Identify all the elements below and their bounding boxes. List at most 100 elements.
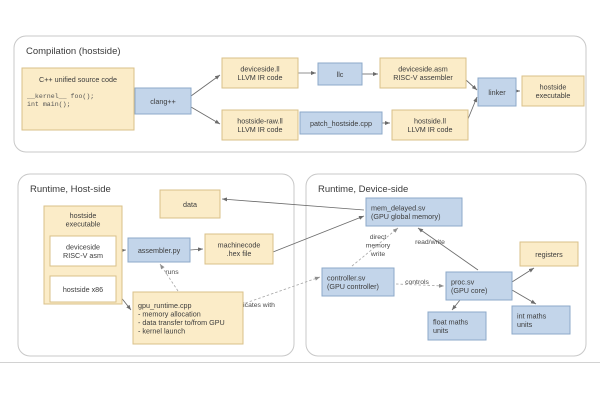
node-box-deviceside-riscv-asm[interactable] (49, 235, 117, 267)
node-label-registers: registers (535, 250, 563, 259)
node-box-deviceside-asm[interactable] (379, 57, 467, 89)
node-llc[interactable]: llc (317, 62, 363, 86)
node-label-clangpp: clang++ (150, 97, 176, 106)
node-box-hostside-x86[interactable] (49, 275, 117, 303)
node-box-registers[interactable] (519, 241, 579, 267)
edge-label-gpu-runtime-communicates-controller: communicates with (217, 302, 275, 309)
edge-line-hostside-ll-to-linker (467, 96, 478, 120)
node-box-cpp-source[interactable] (21, 67, 135, 131)
edge-line-proc-to-int-maths (511, 289, 537, 305)
node-box-linker[interactable] (477, 77, 517, 107)
edge-line-controller-direct-memory-write (351, 227, 399, 267)
edge-mem-to-data (221, 197, 365, 211)
node-label-patch-hostside: patch_hostside.cpp (310, 119, 372, 128)
edge-label-gpu-runtime-runs-assembler: runs (165, 269, 179, 276)
node-box-llc[interactable] (317, 62, 363, 86)
node-group: C++ unified source code __kernel__ foo();… (21, 57, 585, 345)
node-patch-hostside[interactable]: patch_hostside.cpp (299, 111, 383, 135)
node-linker[interactable]: linker (477, 77, 517, 107)
node-label-proc-sv: proc.sv(GPU core) (451, 278, 487, 296)
node-box-gpu-runtime-cpp[interactable] (132, 291, 244, 345)
node-box-float-maths-units[interactable] (427, 311, 487, 341)
edge-line-assembler-to-machinecode (189, 247, 204, 252)
node-label-cpp-source: C++ unified source code (39, 75, 117, 84)
panel-title-compilation: Compilation (hostside) (26, 46, 121, 57)
node-box-data[interactable] (159, 189, 221, 219)
edge-assembler-to-machinecode (189, 247, 204, 252)
node-box-hostside-raw-ll[interactable] (221, 109, 299, 141)
node-label-machinecode-hex: machinecode.hex file (218, 241, 261, 259)
node-box-assembler-py[interactable] (127, 237, 191, 263)
node-clangpp[interactable]: clang++ (134, 87, 192, 115)
panel-title-runtime-device: Runtime, Device-side (318, 184, 408, 195)
node-assembler-py[interactable]: assembler.py (127, 237, 191, 263)
edge-line-clang-to-deviceside-ll (190, 74, 221, 97)
edge-line-clang-to-hostside-raw-ll (190, 106, 221, 125)
edge-line-gpu-runtime-runs-assembler (159, 263, 179, 292)
node-box-proc-sv[interactable] (445, 271, 513, 301)
edge-hostside-ll-to-linker (467, 96, 478, 120)
node-box-deviceside-ll[interactable] (221, 57, 299, 89)
edge-label-proc-read-write-mem: read/write (415, 239, 445, 246)
node-controller-sv[interactable]: controller.sv(GPU controller) (321, 267, 395, 297)
edge-line-machinecode-to-mem (272, 215, 365, 253)
edge-clang-to-hostside-raw-ll (190, 106, 221, 125)
node-label-controller-sv: controller.sv(GPU controller) (327, 274, 379, 292)
node-machinecode-hex[interactable]: machinecode.hex file (204, 233, 274, 265)
edge-line-controller-controls-proc (395, 283, 445, 288)
node-box-hostside-ll[interactable] (391, 109, 469, 141)
edge-gpu-runtime-communicates-controller: communicates with (217, 276, 321, 313)
panel-title-runtime-host: Runtime, Host-side (30, 184, 111, 195)
node-box-hostside-executable-top[interactable] (521, 75, 585, 107)
edge-clang-to-deviceside-ll (190, 74, 221, 97)
edge-machinecode-to-mem (272, 215, 365, 253)
edge-label-controller-controls-proc: controls (405, 279, 429, 286)
edge-gpu-runtime-runs-assembler: runs (159, 263, 179, 292)
edge-line-proc-to-float-maths (451, 299, 461, 311)
node-box-patch-hostside[interactable] (299, 111, 383, 135)
node-proc-sv[interactable]: proc.sv(GPU core) (445, 271, 513, 301)
edge-proc-read-write-mem: read/write (415, 227, 479, 271)
edge-controller-controls-proc: controls (395, 279, 445, 288)
edge-proc-to-registers (511, 267, 535, 283)
node-box-machinecode-hex[interactable] (204, 233, 274, 265)
node-hostside-x86[interactable]: hostside x86 (49, 275, 117, 303)
edge-proc-to-float-maths (451, 299, 461, 311)
node-gpu-runtime-cpp[interactable]: gpu_runtime.cpp- memory allocation- data… (132, 291, 244, 345)
node-box-int-maths-units[interactable] (511, 305, 571, 335)
node-cpp-source[interactable]: C++ unified source code __kernel__ foo();… (21, 67, 135, 131)
edge-line-proc-read-write-mem (417, 227, 479, 271)
node-label-hostside-x86: hostside x86 (63, 285, 103, 294)
node-code-cpp-source: __kernel__ foo();int main(); (26, 93, 94, 108)
node-box-mem-delayed-sv[interactable] (365, 197, 463, 227)
node-registers[interactable]: registers (519, 241, 579, 267)
node-box-controller-sv[interactable] (321, 267, 395, 297)
node-label-assembler-py: assembler.py (138, 246, 181, 255)
node-mem-delayed-sv[interactable]: mem_delayed.sv(GPU global memory) (365, 197, 463, 227)
node-label-linker: linker (488, 88, 506, 97)
node-label-data: data (183, 200, 197, 209)
node-box-clangpp[interactable] (134, 87, 192, 115)
node-label-llc: llc (337, 70, 344, 79)
node-data[interactable]: data (159, 189, 221, 219)
edge-proc-to-int-maths (511, 289, 537, 305)
